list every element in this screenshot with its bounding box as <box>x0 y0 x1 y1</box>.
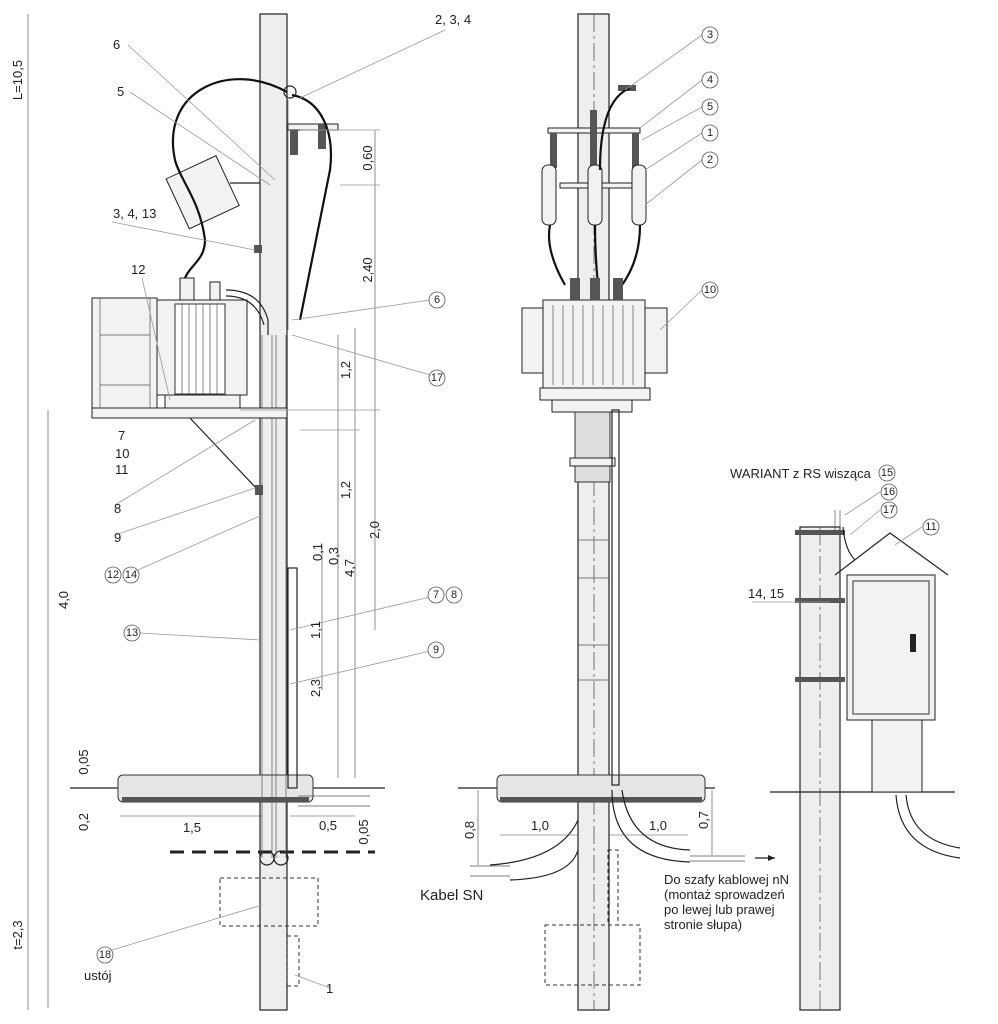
middle-view: 3 4 5 1 2 10 0,8 1,0 1,0 0,7 Kabel SN Do… <box>420 13 789 1011</box>
svg-text:3: 3 <box>707 29 713 41</box>
left-view: 6 2, 3, 4 5 3, 4, 13 12 6 17 7 10 11 8 9… <box>10 12 471 1011</box>
callout-12: 12 <box>104 566 122 584</box>
svg-text:16: 16 <box>883 486 895 498</box>
dim-2-3: 2,3 <box>308 679 323 697</box>
label-12: 12 <box>131 262 145 277</box>
callout-4: 4 <box>701 71 719 89</box>
dim-2-40: 2,40 <box>360 257 375 282</box>
label-10: 10 <box>115 446 129 461</box>
note-cable-nn: Do szafy kablowej nN (montaż sprowadzeń … <box>664 872 789 932</box>
callout-6: 6 <box>428 291 446 309</box>
dim-0-8: 0,8 <box>462 821 477 839</box>
svg-text:8: 8 <box>451 589 457 601</box>
label-kabel-sn: Kabel SN <box>420 887 483 904</box>
dim-4-0: 4,0 <box>56 591 71 609</box>
svg-text:5: 5 <box>707 101 713 113</box>
callout-3: 3 <box>701 26 719 44</box>
svg-text:13: 13 <box>126 627 138 639</box>
callout-10: 10 <box>701 281 719 299</box>
dim-1-1: 1,1 <box>308 621 323 639</box>
callout-2: 2 <box>701 151 719 169</box>
label-1: 1 <box>326 981 333 996</box>
callout-7: 7 <box>427 586 445 604</box>
svg-text:Do szafy kablowej nN: Do szafy kablowej nN <box>664 872 789 887</box>
right-view: WARIANT z RS wisząca 15 16 17 11 14, 15 <box>730 464 961 1011</box>
callout-8: 8 <box>445 586 463 604</box>
svg-text:(montaż sprowadzeń: (montaż sprowadzeń <box>664 887 785 902</box>
svg-text:15: 15 <box>881 467 893 479</box>
dim-1-2-a: 1,2 <box>338 361 353 379</box>
label-3-4-13: 3, 4, 13 <box>113 206 156 221</box>
svg-text:18: 18 <box>99 949 111 961</box>
label-6: 6 <box>113 37 120 52</box>
svg-text:4: 4 <box>707 74 713 86</box>
callout-16: 16 <box>880 483 898 501</box>
svg-text:7: 7 <box>433 589 439 601</box>
cutout <box>165 155 240 230</box>
svg-text:17: 17 <box>883 504 895 516</box>
label-7: 7 <box>118 428 125 443</box>
dim-4-7: 4,7 <box>342 559 357 577</box>
foundation-block <box>219 877 319 927</box>
label-5: 5 <box>117 84 124 99</box>
dim-overall-length: L=10,5 <box>10 60 25 100</box>
label-ustoj: ustój <box>84 968 112 983</box>
svg-text:12: 12 <box>107 569 119 581</box>
svg-text:9: 9 <box>433 644 439 656</box>
label-11: 11 <box>115 462 129 477</box>
callout-5: 5 <box>701 98 719 116</box>
label-9: 9 <box>114 530 121 545</box>
callout-13: 13 <box>123 624 141 642</box>
svg-text:stronie słupa): stronie słupa) <box>664 917 742 932</box>
dim-0-05-b: 0,05 <box>356 819 371 844</box>
callout-9: 9 <box>427 641 445 659</box>
dim-1-0-b: 1,0 <box>649 818 667 833</box>
dim-1-5: 1,5 <box>183 820 201 835</box>
callout-14: 14 <box>122 566 140 584</box>
pole-left <box>259 13 288 1011</box>
svg-text:2: 2 <box>707 154 713 166</box>
dim-0-05-a: 0,05 <box>76 749 91 774</box>
svg-text:10: 10 <box>704 284 716 296</box>
callout-1: 1 <box>701 124 719 142</box>
dim-0-7: 0,7 <box>696 811 711 829</box>
label-8: 8 <box>114 501 121 516</box>
variant-title: WARIANT z RS wisząca <box>730 466 872 481</box>
label-2-3-4: 2, 3, 4 <box>435 12 471 27</box>
dim-0-5: 0,5 <box>319 818 337 833</box>
dim-2-0: 2,0 <box>367 521 382 539</box>
callout-17: 17 <box>428 369 446 387</box>
platform <box>91 407 288 419</box>
dim-1-2-b: 1,2 <box>338 481 353 499</box>
svg-text:po lewej lub prawej: po lewej lub prawej <box>664 902 775 917</box>
svg-text:14: 14 <box>125 569 137 581</box>
dim-0-60: 0,60 <box>360 145 375 170</box>
callout-15: 15 <box>878 464 896 482</box>
dim-0-2: 0,2 <box>76 813 91 831</box>
cable-cabinet <box>846 574 936 721</box>
dim-0-3: 0,3 <box>326 547 341 565</box>
callout-11: 11 <box>922 518 940 536</box>
dim-0-1: 0,1 <box>310 543 325 561</box>
svg-text:17: 17 <box>431 372 443 384</box>
dim-1-0-a: 1,0 <box>531 818 549 833</box>
callout-17-right: 17 <box>880 501 898 519</box>
callout-18: 18 <box>96 946 114 964</box>
svg-text:11: 11 <box>925 521 936 533</box>
svg-text:1: 1 <box>707 127 713 139</box>
label-14-15: 14, 15 <box>748 586 784 601</box>
dim-depth: t=2,3 <box>10 920 25 949</box>
svg-text:6: 6 <box>434 294 440 306</box>
